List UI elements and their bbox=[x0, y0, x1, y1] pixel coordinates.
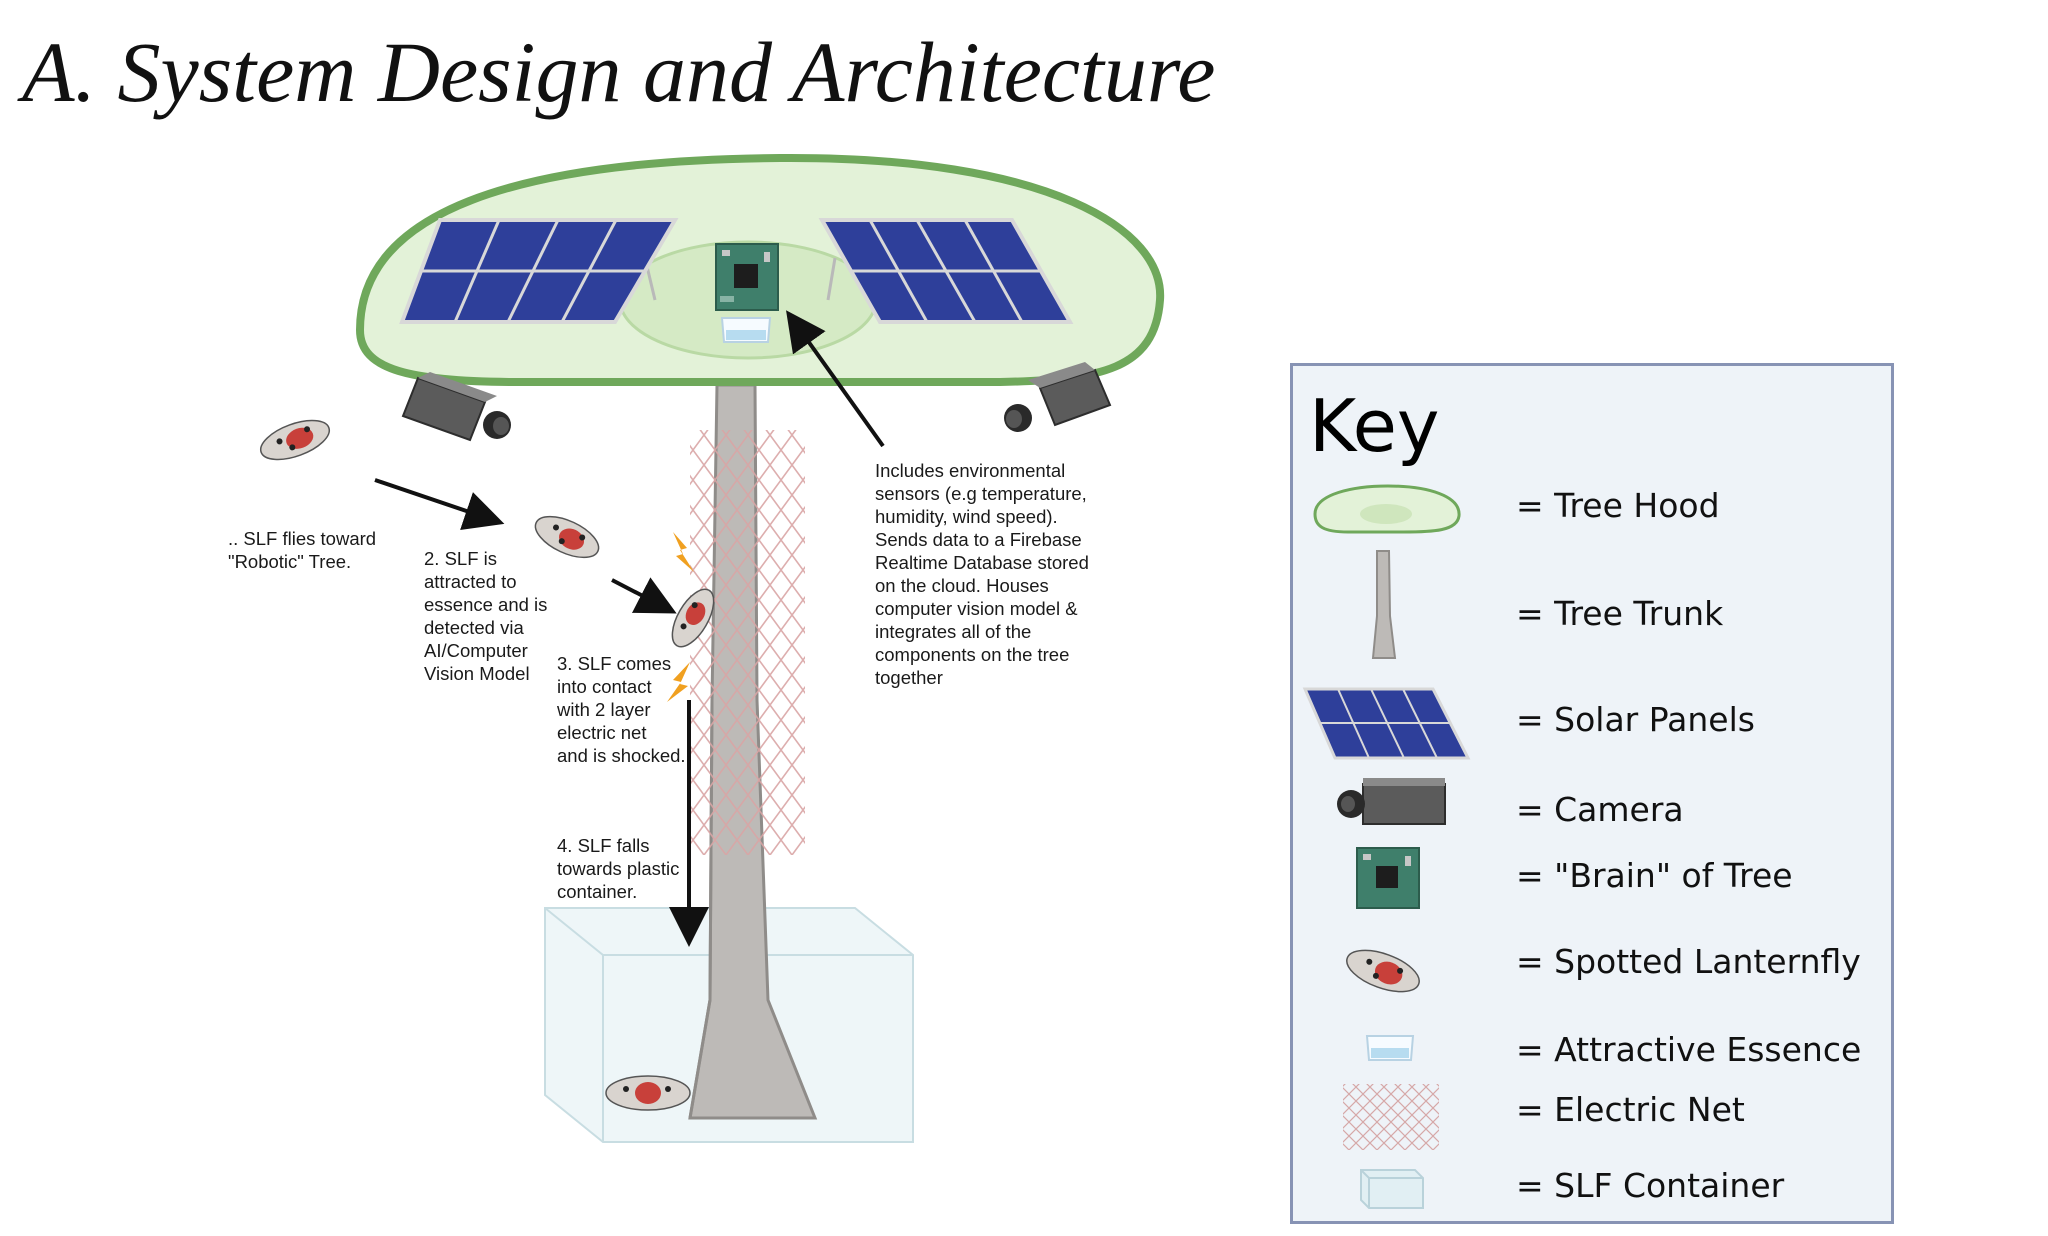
lanternfly-3 bbox=[671, 588, 715, 648]
sensor-callout-label: Includes environmental sensors (e.g temp… bbox=[875, 460, 1089, 688]
tree-hood-icon bbox=[1313, 484, 1461, 534]
essence-dish-icon bbox=[1365, 1035, 1415, 1061]
arrow-flight bbox=[374, 478, 505, 530]
lanternfly-2 bbox=[534, 515, 600, 559]
tree-trunk-icon bbox=[1371, 550, 1397, 659]
key-panel: Key bbox=[1290, 363, 1894, 1224]
camera-left bbox=[401, 372, 511, 442]
key-item-container: = SLF Container bbox=[1516, 1166, 1785, 1205]
step-3-label: 3. SLF comes into contact with 2 layer e… bbox=[557, 653, 686, 766]
key-item-solar-panels: = Solar Panels bbox=[1516, 700, 1755, 739]
electric-net-icon bbox=[1343, 1084, 1439, 1150]
step-1-label: .. SLF flies toward "Robotic" Tree. bbox=[228, 528, 377, 572]
arrow-sensor-callout bbox=[786, 310, 885, 448]
key-item-camera: = Camera bbox=[1516, 790, 1684, 829]
key-item-lanternfly: = Spotted Lanternfly bbox=[1516, 942, 1861, 981]
essence-dish bbox=[720, 317, 772, 343]
circuit-board-icon bbox=[1356, 847, 1420, 909]
camera-icon bbox=[1337, 778, 1446, 825]
key-title: Key bbox=[1309, 384, 1440, 468]
electric-net bbox=[690, 430, 805, 855]
page-title: A. System Design and Architecture bbox=[22, 24, 1216, 120]
spark-bottom bbox=[667, 662, 690, 702]
lanternfly-4 bbox=[605, 1075, 691, 1111]
lanternfly-1 bbox=[259, 419, 331, 461]
solar-panel-right bbox=[818, 218, 1074, 324]
spark-top bbox=[673, 532, 694, 572]
key-item-tree-trunk: = Tree Trunk bbox=[1516, 594, 1724, 633]
lanternfly-icon bbox=[1346, 949, 1420, 993]
step-2-label: 2. SLF is attracted to essence and is de… bbox=[424, 548, 548, 684]
circuit-board-brain bbox=[715, 243, 779, 311]
key-item-electric-net: = Electric Net bbox=[1516, 1090, 1745, 1129]
arrow-attraction bbox=[611, 577, 677, 614]
key-item-essence: = Attractive Essence bbox=[1516, 1030, 1862, 1069]
key-item-tree-hood: = Tree Hood bbox=[1516, 486, 1720, 525]
solar-panel-left bbox=[399, 218, 679, 324]
container-icon bbox=[1360, 1169, 1424, 1209]
step-4-label: 4. SLF falls towards plastic container. bbox=[557, 835, 680, 902]
key-item-brain: = "Brain" of Tree bbox=[1516, 856, 1793, 895]
solar-panel-icon bbox=[1302, 687, 1471, 760]
camera-right bbox=[1004, 362, 1112, 432]
